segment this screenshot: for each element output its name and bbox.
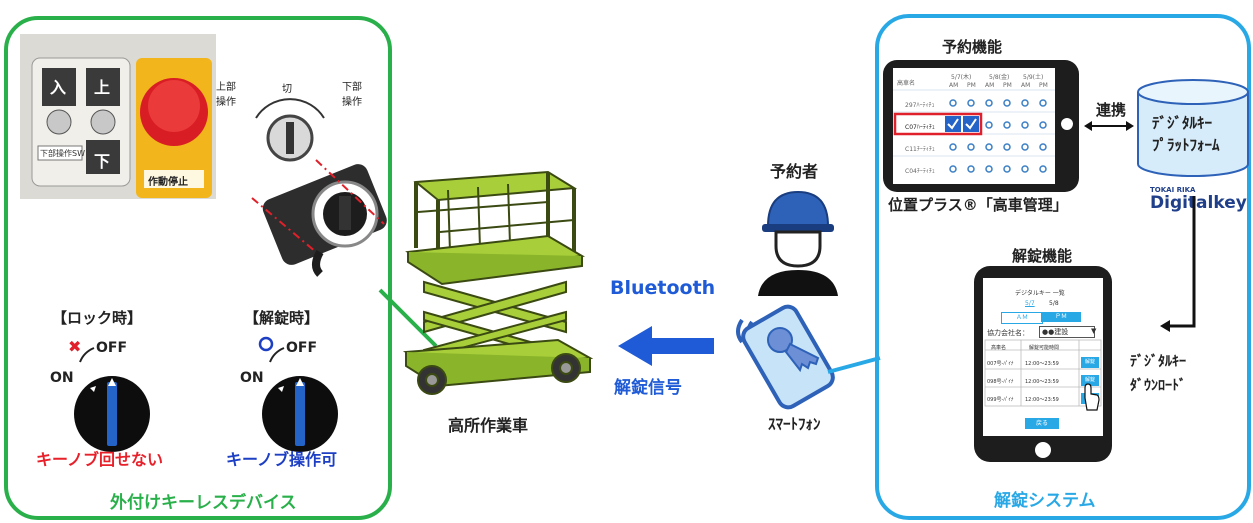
lift-label: 高所作業車 xyxy=(448,416,529,435)
phone-row-2-name: 099号-ﾊﾟｲﾅ xyxy=(987,397,1014,403)
unlock-heading: 【解錠時】 xyxy=(244,309,320,327)
reserver-person-icon xyxy=(758,190,838,296)
company-select[interactable]: ●●建設 xyxy=(1039,326,1095,338)
lock-heading: 【ロック時】 xyxy=(52,309,143,327)
table-header-d1: 5/7(木) xyxy=(951,74,972,81)
phone-pm-tab[interactable]: ＰＭ xyxy=(1041,312,1081,322)
table-row-1: C07ﾊｰﾃｨﾁｭ xyxy=(905,124,935,131)
table-sub-4: AM xyxy=(1021,82,1031,89)
phone-row-0-name: 007号-ﾊﾟｲﾅ xyxy=(987,361,1014,367)
lock-knob: ✖ xyxy=(68,337,150,452)
pointer-hand-icon xyxy=(1084,383,1100,411)
phone-col-name: 高車名 xyxy=(991,345,1007,351)
phone-row-1-unlock-button[interactable]: 解錠 xyxy=(1081,375,1099,386)
keyless-device-image xyxy=(262,164,387,277)
unlock-signal-arrow xyxy=(618,326,714,366)
table-sub-5: PM xyxy=(1039,82,1048,89)
device-photo-drawing xyxy=(20,34,387,277)
phone-date-2[interactable]: 5/8 xyxy=(1049,300,1059,307)
phone-screen: デジタルキー 一覧 5/7 5/8 ＡＭ ＰＭ 協力会社名： ●●建設 ▼ 高車… xyxy=(983,278,1103,436)
link-label: 連携 xyxy=(1096,101,1127,119)
keyless-device-panel xyxy=(4,16,392,520)
company-label: 協力会社名： xyxy=(987,329,1029,337)
table-sub-2: AM xyxy=(985,82,995,89)
tablet-home-button xyxy=(1061,118,1073,130)
reservation-screen: 高車名 5/7(木) 5/8(金) 5/9(土) AM PM AM PM AM … xyxy=(893,68,1055,184)
table-header-d3: 5/9(土) xyxy=(1023,74,1044,81)
download-label: ﾃﾞｼﾞﾀﾙｷｰ ﾀﾞｳﾝﾛｰﾄﾞ xyxy=(1130,354,1186,394)
phone-home-button xyxy=(1035,442,1051,458)
unlock-caption: キーノブ操作可 xyxy=(226,450,338,469)
unlock-on-label: ON xyxy=(240,370,264,386)
system-connector-line xyxy=(827,356,881,374)
reservation-grid xyxy=(893,89,1055,173)
phone-row-0-time: 12:00～23:59 xyxy=(1025,361,1059,367)
unlock-knob xyxy=(258,336,338,452)
scissor-lift-image xyxy=(402,170,594,395)
phone-back-button[interactable]: 戻る xyxy=(1025,418,1059,429)
brand-small: TOKAI RIKA xyxy=(1150,186,1196,194)
unlock-signal-label: 解錠信号 xyxy=(614,378,682,398)
table-header-name: 高車名 xyxy=(897,80,916,87)
smartphone-label: ｽﾏｰﾄﾌｫﾝ xyxy=(768,415,821,433)
reservation-heading: 予約機能 xyxy=(942,38,1003,56)
lock-off-label: OFF xyxy=(96,340,128,356)
photo-in-label: 入 xyxy=(50,78,67,97)
lock-on-label: ON xyxy=(50,370,74,386)
unlock-system-title: 解錠システム xyxy=(994,491,1096,511)
table-sub-1: PM xyxy=(967,82,976,89)
phone-title: デジタルキー 一覧 xyxy=(1015,290,1065,297)
photo-lower-op: 下部 操作 xyxy=(342,82,362,108)
unlock-system-panel xyxy=(875,14,1251,520)
company-select-chevron-icon[interactable]: ▼ xyxy=(1091,327,1097,335)
phone-row-2-time: 12:00～23:59 xyxy=(1025,397,1059,403)
photo-off-label: 切 xyxy=(282,84,292,95)
table-row-0: 297ﾊｰﾃｨﾁｭ xyxy=(905,102,935,109)
bluetooth-label: Bluetooth xyxy=(610,277,716,299)
phone-row-1-time: 12:00～23:59 xyxy=(1025,379,1059,385)
table-header-d2: 5/8(金) xyxy=(989,74,1010,81)
reservation-caption: 位置プラス®「高車管理」 xyxy=(888,196,1068,214)
phone-date-1[interactable]: 5/7 xyxy=(1025,300,1035,307)
device-connector-line xyxy=(378,288,438,348)
phone-row-1-name: 098号-ﾊﾟｲﾅ xyxy=(987,379,1014,385)
photo-stop-label: 作動停止 xyxy=(148,177,188,188)
table-sub-3: PM xyxy=(1003,82,1012,89)
link-arrow xyxy=(1084,121,1134,131)
unlock-heading: 解錠機能 xyxy=(1012,247,1073,265)
photo-down-label: 下 xyxy=(94,152,111,171)
unlock-phone: デジタルキー 一覧 5/7 5/8 ＡＭ ＰＭ 協力会社名： ●●建設 ▼ 高車… xyxy=(974,266,1112,462)
reservation-tablet: 高車名 5/7(木) 5/8(金) 5/9(土) AM PM AM PM AM … xyxy=(883,60,1079,192)
digitalkey-logo: Digitalkey xyxy=(1150,193,1247,213)
photo-switch-plate: 下部操作SW xyxy=(40,149,85,158)
photo-upper-op: 上部 操作 xyxy=(216,82,236,108)
download-arrow xyxy=(1160,196,1196,332)
table-row-3: C04ﾁｰﾃｨﾁｭ xyxy=(905,168,935,175)
photo-up-label: 上 xyxy=(94,78,111,97)
device-photo: 入 上 下 下部操作SW 作動停止 上部 操作 切 下部 操作 xyxy=(20,34,387,277)
phone-table-grid xyxy=(984,339,1102,411)
phone-row-0-unlock-button[interactable]: 解錠 xyxy=(1081,357,1099,368)
unlock-circle-icon xyxy=(258,336,274,352)
unlock-off-label: OFF xyxy=(286,340,318,356)
smartphone-key-icon xyxy=(736,304,835,410)
lock-x-icon: ✖ xyxy=(68,337,81,356)
lock-caption: キーノブ回せない xyxy=(36,450,164,469)
platform-database-icon xyxy=(1137,79,1249,177)
keyless-device-title: 外付けキーレスデバイス xyxy=(110,493,297,513)
table-sub-0: AM xyxy=(949,82,959,89)
reserver-label: 予約者 xyxy=(770,162,819,181)
table-row-2: C11ﾁｰﾃｨﾁｭ xyxy=(905,146,935,153)
phone-col-time: 解錠可能時間 xyxy=(1029,345,1060,351)
platform-label: ﾃﾞｼﾞﾀﾙｷｰ ﾌﾟﾗｯﾄﾌｫｰﾑ xyxy=(1152,114,1220,154)
